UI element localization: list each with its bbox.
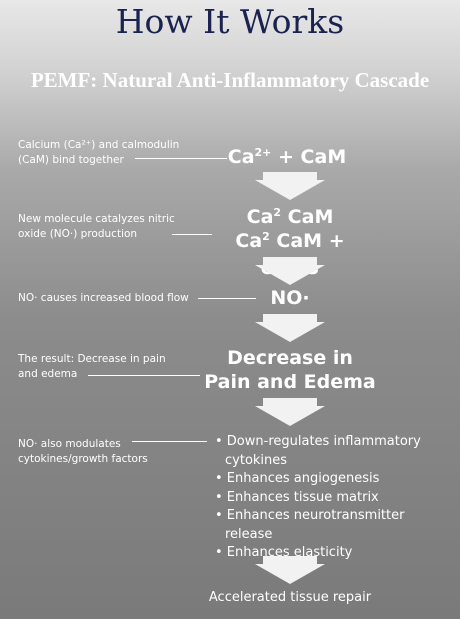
- down-arrow-icon: [255, 398, 325, 426]
- list-item: • Enhances elasticity: [215, 545, 353, 560]
- down-arrow-icon: [255, 257, 325, 285]
- list-item: • Enhances tissue matrix: [215, 489, 379, 505]
- note-result: The result: Decrease in pain and edema: [18, 353, 166, 380]
- final-outcome: Accelerated tissue repair: [208, 590, 372, 605]
- list-item: • Enhances angiogenesis: [215, 471, 380, 486]
- effects-list: • Down-regulates inflammatory cytokines …: [215, 433, 450, 563]
- connector-line-5: [132, 441, 207, 442]
- down-arrow-icon: [255, 314, 325, 342]
- connector-line-1: [135, 158, 227, 159]
- subtitle: PEMF: Natural Anti-Inflammatory Cascade: [30, 68, 430, 92]
- step-ca-cam: Ca2+ + CaM: [227, 146, 347, 168]
- connector-line-2: [172, 234, 212, 235]
- note-blood-flow: NO· causes increased blood flow: [18, 292, 189, 304]
- down-arrow-icon: [255, 556, 325, 584]
- connector-line-3: [198, 298, 256, 299]
- note-calcium-binding: Calcium (Ca²⁺) and calmodulin (CaM) bind…: [18, 139, 180, 166]
- list-item: • Enhances neurotransmitter release: [215, 508, 405, 542]
- step-decrease-in: Decrease in: [227, 347, 353, 369]
- list-item: • Down-regulates inflammatory cytokines: [215, 434, 421, 468]
- step-ca2-cam: Ca2 CaM: [246, 206, 334, 228]
- note-cytokines: NO· also modulates cytokines/growth fact…: [18, 438, 148, 465]
- note-no-production: New molecule catalyzes nitric oxide (NO·…: [18, 213, 175, 240]
- step-no: NO·: [270, 287, 310, 309]
- step-pain-and-edema: Pain and Edema: [204, 371, 376, 393]
- connector-line-4: [88, 375, 200, 376]
- down-arrow-icon: [255, 172, 325, 200]
- page-title: How It Works: [115, 2, 345, 41]
